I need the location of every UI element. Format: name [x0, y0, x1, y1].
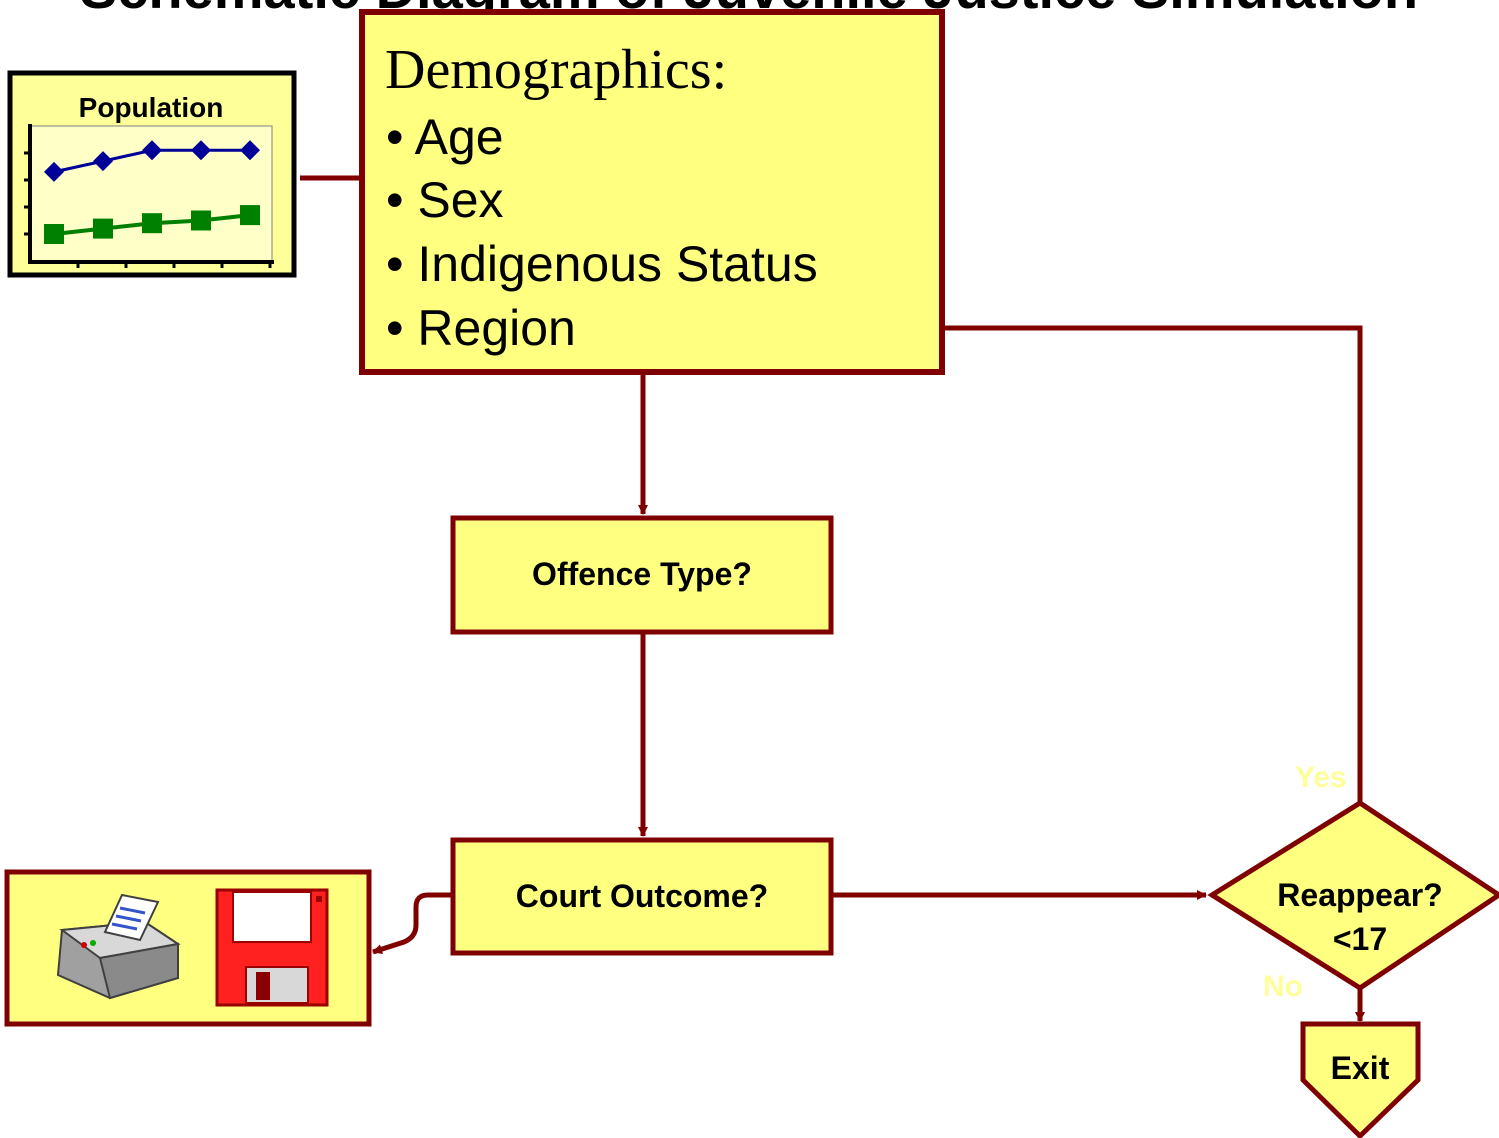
offence-type-label: Offence Type? [532, 556, 752, 592]
population-series-1-point [191, 140, 211, 161]
offence-type-box: Offence Type? [450, 515, 834, 635]
branch-label-yes: Yes [1295, 761, 1347, 794]
arrow-court-to-output [372, 892, 452, 955]
demographics-heading: Demographics: [385, 39, 727, 101]
demographics-box: Demographics: • Age • Sex • Indigenous S… [359, 9, 945, 375]
population-series-2-point [240, 205, 260, 226]
reappear-decision-diamond: Reappear? <17 [1207, 800, 1499, 991]
connectors [300, 175, 1365, 1022]
population-series-2-point [191, 210, 211, 231]
decision-label-line1: Reappear? [1277, 877, 1442, 913]
output-box [4, 869, 372, 1027]
court-outcome-box: Court Outcome? [450, 837, 834, 956]
population-chart-title: Population [79, 92, 224, 123]
population-series-1-point [44, 161, 64, 182]
population-chart-panel: Population [7, 70, 297, 278]
demographics-item-region: • Region [386, 300, 576, 356]
floppy-disk-icon [215, 888, 329, 1007]
court-outcome-label: Court Outcome? [516, 878, 768, 914]
population-series-2-point [93, 218, 113, 239]
printer-icon [56, 893, 181, 1000]
population-series-1-point [240, 140, 260, 161]
decision-label-line2: <17 [1333, 921, 1387, 957]
demographics-item-indigenous-status: • Indigenous Status [386, 236, 818, 292]
population-series-1-point [142, 140, 162, 161]
exit-label: Exit [1331, 1050, 1390, 1086]
demographics-item-sex: • Sex [386, 172, 504, 228]
population-series [44, 140, 260, 244]
branch-label-no: No [1263, 970, 1303, 1003]
population-series-2-point [44, 224, 64, 244]
population-series-2-point [142, 213, 162, 234]
population-ticks [24, 151, 272, 268]
population-series-1-point [93, 151, 113, 172]
demographics-item-age: • Age [386, 109, 504, 165]
loop-yes-to-demographics [943, 325, 1363, 803]
exit-box: Exit [1300, 1021, 1421, 1138]
